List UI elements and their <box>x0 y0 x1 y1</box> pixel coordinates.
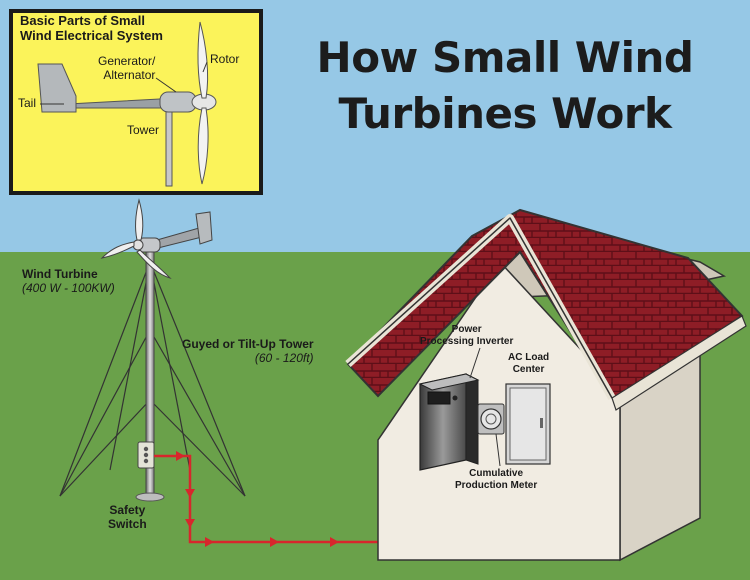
safety-switch-line-1: Safety <box>109 503 146 517</box>
ac-load-label: AC Load Center <box>508 352 549 375</box>
title-line-2: Turbines Work <box>338 89 672 138</box>
inset-tower-label: Tower <box>127 123 160 137</box>
page-title: How Small Wind Turbines Work <box>285 30 725 142</box>
tower-title: Guyed or Tilt-Up Tower <box>182 337 314 351</box>
safety-switch-line-2: Switch <box>108 516 147 531</box>
safety-switch-label: Safety Switch <box>108 503 147 532</box>
tower-range: (60 - 120ft) <box>254 350 314 365</box>
inverter-line-1: Power <box>451 324 482 335</box>
ac-load-center <box>505 383 551 465</box>
wind-turbine-title: Wind Turbine <box>22 267 98 281</box>
meter-line-1: Cumulative <box>469 468 524 479</box>
turbine-head <box>100 198 213 280</box>
inverter <box>418 373 480 471</box>
title-line-1: How Small Wind <box>316 33 694 82</box>
inset-rotor-label: Rotor <box>210 52 240 66</box>
inset-panel <box>9 9 263 195</box>
inset-generator-line-2: Alternator <box>103 67 156 82</box>
guy-wires <box>59 261 246 497</box>
inset-generator-label: Generator/ Alternator <box>98 54 156 83</box>
meter-line-2: Production Meter <box>455 479 538 491</box>
wind-turbine-range: (400 W - 100KW) <box>22 280 115 295</box>
leaders <box>469 347 501 467</box>
inset-heading: Basic Parts of Small Wind Electrical Sys… <box>20 13 163 44</box>
inset-generator-line-1: Generator/ <box>98 54 156 68</box>
inset-heading-line-1: Basic Parts of Small <box>20 13 145 28</box>
inset-heading-line-2: Wind Electrical System <box>20 27 163 43</box>
meter-label: Cumulative Production Meter <box>455 468 537 491</box>
wind-turbine-label: Wind Turbine (400 W - 100KW) <box>22 267 115 296</box>
inset-tail-label: Tail <box>18 96 37 110</box>
ac-load-line-2: Center <box>512 363 545 375</box>
inverter-label: Power Processing Inverter <box>420 324 513 347</box>
meter <box>477 403 505 435</box>
safety-switch <box>137 441 155 469</box>
tower-label: Guyed or Tilt-Up Tower (60 - 120ft) <box>182 337 314 366</box>
inverter-line-2: Processing Inverter <box>420 335 514 347</box>
ac-load-line-1: AC Load <box>508 352 550 363</box>
